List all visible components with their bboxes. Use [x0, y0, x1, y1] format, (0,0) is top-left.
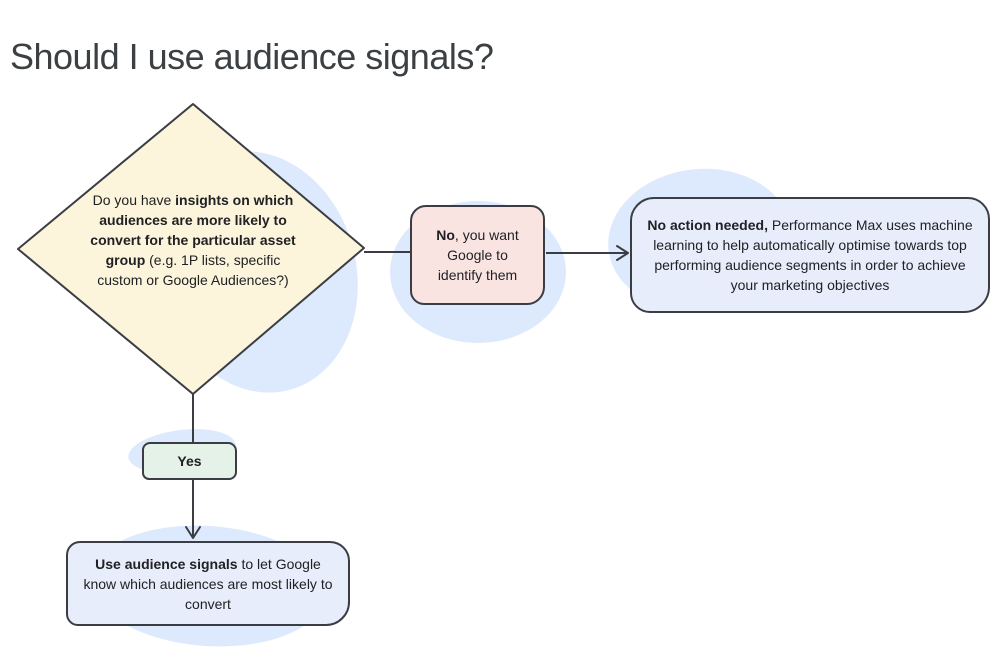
- decision-node-text: Do you have insights on which audiences …: [90, 192, 296, 288]
- yes-branch-node: Yes: [142, 442, 237, 480]
- arrowhead-into-use-signals: [185, 526, 201, 539]
- page-title: Should I use audience signals?: [10, 36, 494, 78]
- yes-branch-node-text: Yes: [177, 453, 202, 469]
- no-branch-node-text: No, you want Google to identify them: [436, 227, 519, 283]
- no-action-node: No action needed, Performance Max uses m…: [630, 197, 990, 313]
- no-action-node-text: No action needed, Performance Max uses m…: [647, 217, 973, 293]
- arrowhead-into-no-action: [616, 245, 629, 261]
- use-signals-node-text: Use audience signals to let Google know …: [83, 555, 333, 612]
- use-signals-node: Use audience signals to let Google know …: [66, 541, 350, 626]
- no-branch-node: No, you want Google to identify them: [410, 205, 545, 305]
